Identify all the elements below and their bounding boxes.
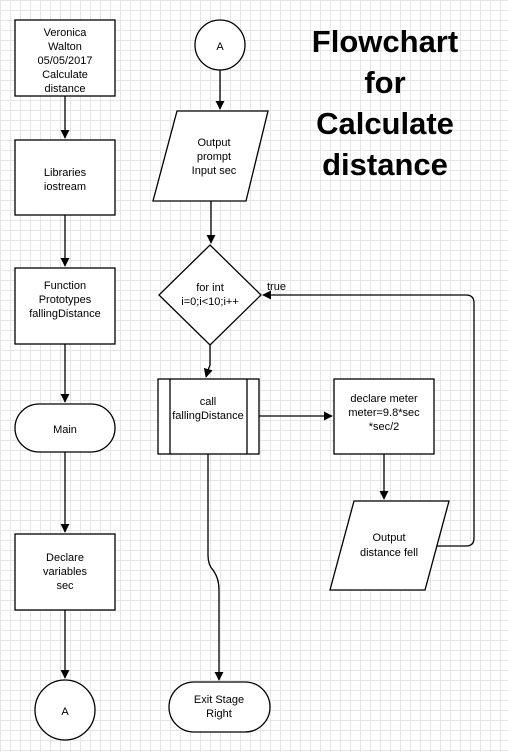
svg-text:A: A [216, 41, 224, 53]
exit-terminator: Exit Stage Right [168, 681, 271, 733]
title-line: Flowchart [312, 24, 458, 59]
svg-text:prompt: prompt [197, 151, 231, 163]
svg-text:for int: for int [196, 282, 224, 294]
svg-text:distance: distance [45, 83, 86, 95]
title-line: distance [322, 147, 448, 182]
call-subprocess-box: call fallingDistance [157, 378, 260, 455]
svg-text:05/05/2017: 05/05/2017 [37, 55, 92, 67]
svg-text:fallingDistance: fallingDistance [172, 410, 244, 422]
svg-text:Input sec: Input sec [192, 165, 237, 177]
flowchart-title: Flowchart for Calculate distance [312, 24, 458, 182]
svg-text:variables: variables [43, 566, 88, 578]
svg-text:*sec/2: *sec/2 [369, 421, 400, 433]
edges [60, 70, 475, 681]
svg-text:Veronica: Veronica [44, 27, 88, 39]
svg-text:Flowchart: Flowchart [312, 24, 458, 59]
svg-text:Right: Right [206, 708, 232, 720]
svg-text:Exit Stage: Exit Stage [194, 694, 244, 706]
libraries-box: Libraries iostream [14, 139, 116, 216]
svg-text:for: for [364, 65, 405, 100]
header-box: Veronica Walton 05/05/2017 Calculate dis… [14, 19, 116, 97]
svg-text:A: A [61, 706, 69, 718]
svg-text:Prototypes: Prototypes [39, 294, 92, 306]
svg-text:fallingDistance: fallingDistance [29, 308, 101, 320]
edge-call-to-exit [207, 454, 224, 681]
svg-text:Output: Output [197, 137, 230, 149]
edge-loop-to-call [203, 345, 213, 378]
output-prompt-parallelogram: Output prompt Input sec [152, 110, 269, 202]
svg-text:Output: Output [372, 532, 405, 544]
svg-text:Calculate: Calculate [316, 106, 454, 141]
output-distance-parallelogram: Output distance fell [329, 500, 450, 591]
main-terminator: Main [14, 403, 116, 453]
svg-text:i=0;i<10;i++: i=0;i<10;i++ [181, 296, 239, 308]
connector-a-top: A [194, 19, 246, 71]
svg-text:Walton: Walton [48, 41, 82, 53]
svg-text:declare meter: declare meter [350, 393, 418, 405]
declare-meter-box: declare meter meter=9.8*sec *sec/2 [333, 378, 435, 455]
title-line: Calculate [316, 106, 454, 141]
true-label: true [267, 281, 286, 293]
svg-text:distance: distance [322, 147, 448, 182]
title-line: for [364, 65, 405, 100]
svg-text:meter=9.8*sec: meter=9.8*sec [348, 407, 420, 419]
svg-text:Main: Main [53, 424, 77, 436]
svg-text:Calculate: Calculate [42, 69, 88, 81]
for-loop-decision: for int i=0;i<10;i++ [158, 244, 262, 346]
svg-text:Declare: Declare [46, 552, 84, 564]
connector-a-bottom: A [34, 679, 96, 741]
edge-output-loop-back [262, 290, 475, 547]
declare-variables-box: Declare variables sec [14, 533, 116, 611]
svg-text:Function: Function [44, 280, 86, 292]
svg-text:sec: sec [56, 580, 74, 592]
svg-text:distance fell: distance fell [360, 547, 418, 559]
prototypes-box: Function Prototypes fallingDistance [14, 267, 116, 345]
svg-text:Libraries: Libraries [44, 167, 87, 179]
svg-text:iostream: iostream [44, 181, 86, 193]
svg-text:call: call [200, 396, 217, 408]
